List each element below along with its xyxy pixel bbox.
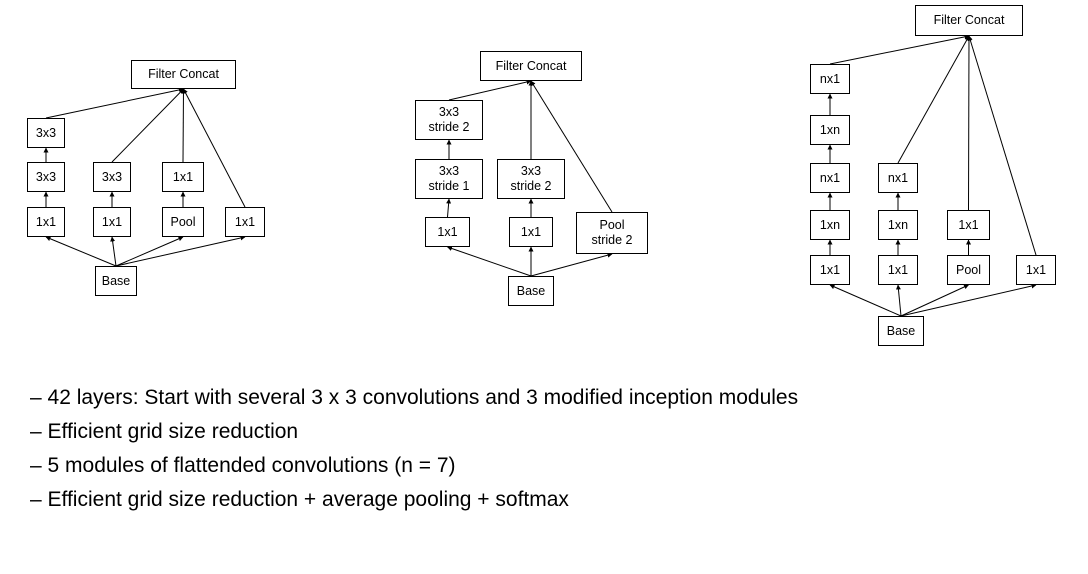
- connection-arrow: [967, 35, 1037, 256]
- connection-arrow: [45, 236, 117, 267]
- layer-box: Pool: [947, 255, 990, 285]
- layer-box: Pool stride 2: [576, 212, 648, 254]
- layer-box: 1x1: [878, 255, 918, 285]
- connection-arrow: [900, 283, 1037, 317]
- bullet-item: – 42 layers: Start with several 3 x 3 co…: [30, 386, 799, 409]
- layer-box: 1x1: [947, 210, 990, 240]
- layer-box: 1xn: [878, 210, 918, 240]
- connection-arrow: [447, 246, 532, 277]
- connection-arrow: [829, 34, 970, 65]
- layer-box: 1x1: [27, 207, 65, 237]
- layer-box: 1x1: [162, 162, 204, 192]
- layer-box: 1x1: [1016, 255, 1056, 285]
- layer-box: Pool: [162, 207, 204, 237]
- layer-box: 1x1: [93, 207, 131, 237]
- summary-list: – 42 layers: Start with several 3 x 3 co…: [30, 382, 798, 518]
- layer-box: 1x1: [509, 217, 553, 247]
- connection-arrow: [45, 87, 184, 119]
- layer-box: 3x3: [27, 118, 65, 148]
- connection-arrow: [900, 284, 969, 317]
- filter-concat-box: Filter Concat: [480, 51, 582, 81]
- layer-box: 3x3: [27, 162, 65, 192]
- layer-box: 1xn: [810, 210, 850, 240]
- connection-arrow: [897, 35, 970, 164]
- connection-arrow: [448, 79, 532, 101]
- connection-arrow: [183, 88, 246, 208]
- connection-arrow: [530, 252, 613, 277]
- connection-arrow: [530, 80, 613, 213]
- base-box: Base: [95, 266, 137, 296]
- layer-box: 3x3 stride 2: [415, 100, 483, 140]
- filter-concat-box: Filter Concat: [915, 5, 1023, 36]
- connection-arrow: [111, 88, 184, 163]
- layer-box: 1x1: [810, 255, 850, 285]
- base-box: Base: [508, 276, 554, 306]
- layer-box: 1x1: [225, 207, 265, 237]
- bullet-item: – 5 modules of flattended convolutions (…: [30, 454, 456, 477]
- filter-concat-box: Filter Concat: [131, 60, 236, 89]
- connection-arrow: [895, 284, 902, 317]
- connection-arrow: [115, 235, 246, 267]
- layer-box: 1xn: [810, 115, 850, 145]
- layer-box: 3x3: [93, 162, 131, 192]
- layer-box: 3x3 stride 1: [415, 159, 483, 199]
- layer-box: 3x3 stride 2: [497, 159, 565, 199]
- connection-arrow: [180, 88, 186, 163]
- layer-box: nx1: [878, 163, 918, 193]
- connection-arrows: [43, 34, 1037, 317]
- bullet-item: – Efficient grid size reduction + averag…: [30, 488, 569, 511]
- layer-box: 1x1: [425, 217, 470, 247]
- connection-arrow: [446, 198, 452, 218]
- connection-arrow: [115, 236, 184, 267]
- layer-box: nx1: [810, 163, 850, 193]
- connection-arrow: [110, 236, 117, 267]
- bullet-item: – Efficient grid size reduction: [30, 420, 299, 443]
- connection-arrow: [966, 35, 972, 211]
- base-box: Base: [878, 316, 924, 346]
- layer-box: nx1: [810, 64, 850, 94]
- connection-arrow: [829, 284, 902, 317]
